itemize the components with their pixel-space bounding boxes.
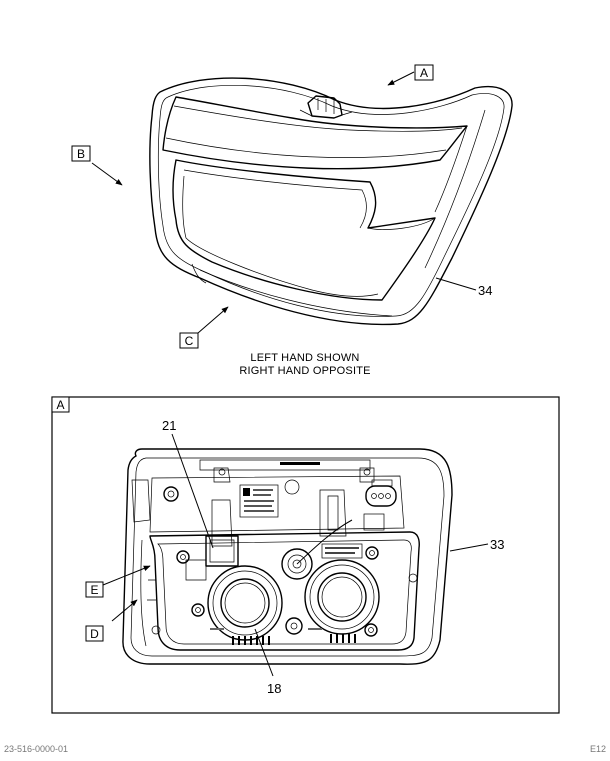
page-number: E12 (589, 744, 606, 754)
part-18-callout: 18 (254, 628, 281, 696)
part-33-label: 33 (490, 537, 504, 552)
part-18-label: 18 (267, 681, 281, 696)
headlamp-rear-view (122, 448, 453, 665)
callout-view-c: C (179, 306, 229, 349)
detail-view-a-label: A (56, 398, 64, 412)
document-number: 23-516-0000-01 (4, 744, 69, 754)
caption-line-2: RIGHT HAND OPPOSITE (239, 365, 371, 377)
part-34-callout: 34 (435, 277, 492, 298)
callout-view-d: D (85, 599, 138, 642)
caption-line-1: LEFT HAND SHOWN (250, 352, 360, 364)
callout-view-e-label: E (90, 583, 98, 597)
callout-view-a-label: A (420, 66, 428, 80)
callout-view-d-label: D (90, 627, 99, 641)
headlamp-perspective-view (149, 77, 513, 326)
callout-view-b: B (71, 145, 123, 186)
detail-view-a-frame: A (51, 396, 560, 714)
part-21-label: 21 (162, 418, 176, 433)
callout-view-e: E (85, 565, 151, 598)
part-33-callout: 33 (449, 537, 504, 552)
part-34-label: 34 (478, 283, 492, 298)
part-21-callout: 21 (162, 418, 214, 549)
callout-view-a: A (387, 64, 434, 86)
top-connector-icon (299, 95, 353, 119)
lens-right-icon (304, 559, 380, 635)
callout-view-b-label: B (77, 147, 85, 161)
callout-view-c-label: C (185, 334, 194, 348)
